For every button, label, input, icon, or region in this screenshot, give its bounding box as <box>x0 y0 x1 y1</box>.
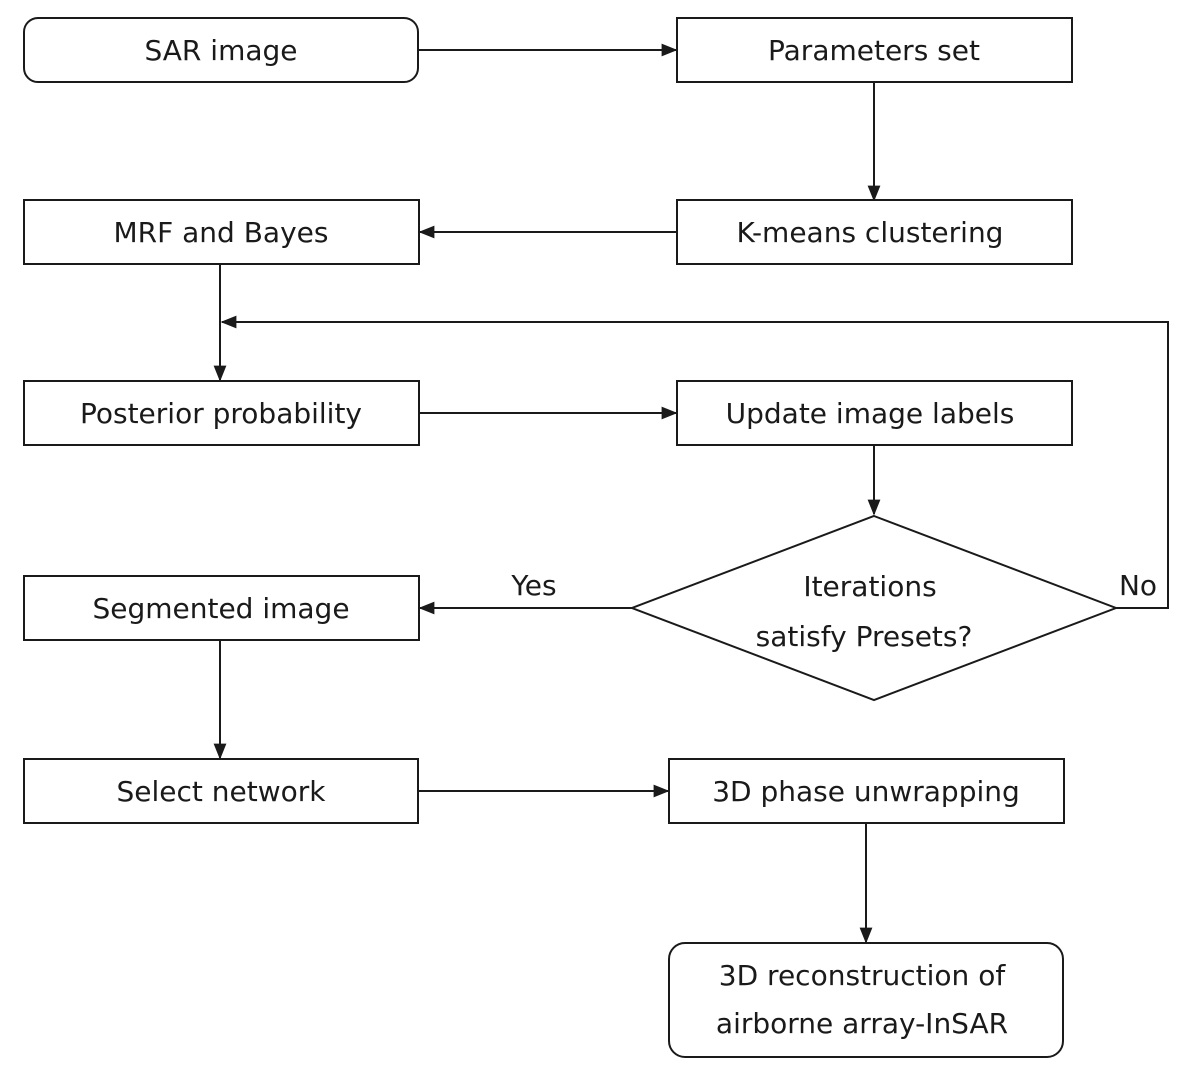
node-kmeans-clustering-label: K-means clustering <box>737 216 1004 249</box>
node-3d-reconstruction: 3D reconstruction of airborne array-InSA… <box>668 942 1064 1058</box>
node-update-image-labels-label: Update image labels <box>726 397 1015 430</box>
node-kmeans-clustering: K-means clustering <box>676 199 1073 265</box>
node-select-network: Select network <box>23 758 419 824</box>
node-segmented-image-label: Segmented image <box>92 592 349 625</box>
node-3d-phase-unwrapping: 3D phase unwrapping <box>668 758 1065 824</box>
node-sar-image: SAR image <box>23 17 419 83</box>
node-posterior-probability: Posterior probability <box>23 380 420 446</box>
node-decision-line1: Iterations <box>803 570 936 603</box>
node-sar-image-label: SAR image <box>144 34 297 67</box>
node-parameters-set: Parameters set <box>676 17 1073 83</box>
node-segmented-image: Segmented image <box>23 575 420 641</box>
node-3d-reconstruction-line2: airborne array-InSAR <box>716 1007 1008 1040</box>
node-mrf-bayes: MRF and Bayes <box>23 199 420 265</box>
node-decision-iterations: Iterations satisfy Presets? <box>629 514 1119 702</box>
node-decision-line2: satisfy Presets? <box>756 620 973 653</box>
edge-no-loop-back <box>220 315 1169 609</box>
node-mrf-bayes-label: MRF and Bayes <box>114 216 329 249</box>
edge-label-yes: Yes <box>510 569 556 602</box>
node-3d-phase-unwrapping-label: 3D phase unwrapping <box>712 775 1020 808</box>
edges <box>213 43 1169 944</box>
edge-label-no: No <box>1119 569 1157 602</box>
node-parameters-set-label: Parameters set <box>768 34 980 67</box>
node-select-network-label: Select network <box>117 775 327 808</box>
node-update-image-labels: Update image labels <box>676 380 1073 446</box>
node-posterior-probability-label: Posterior probability <box>80 397 362 430</box>
node-3d-reconstruction-line1: 3D reconstruction of <box>719 959 1007 992</box>
